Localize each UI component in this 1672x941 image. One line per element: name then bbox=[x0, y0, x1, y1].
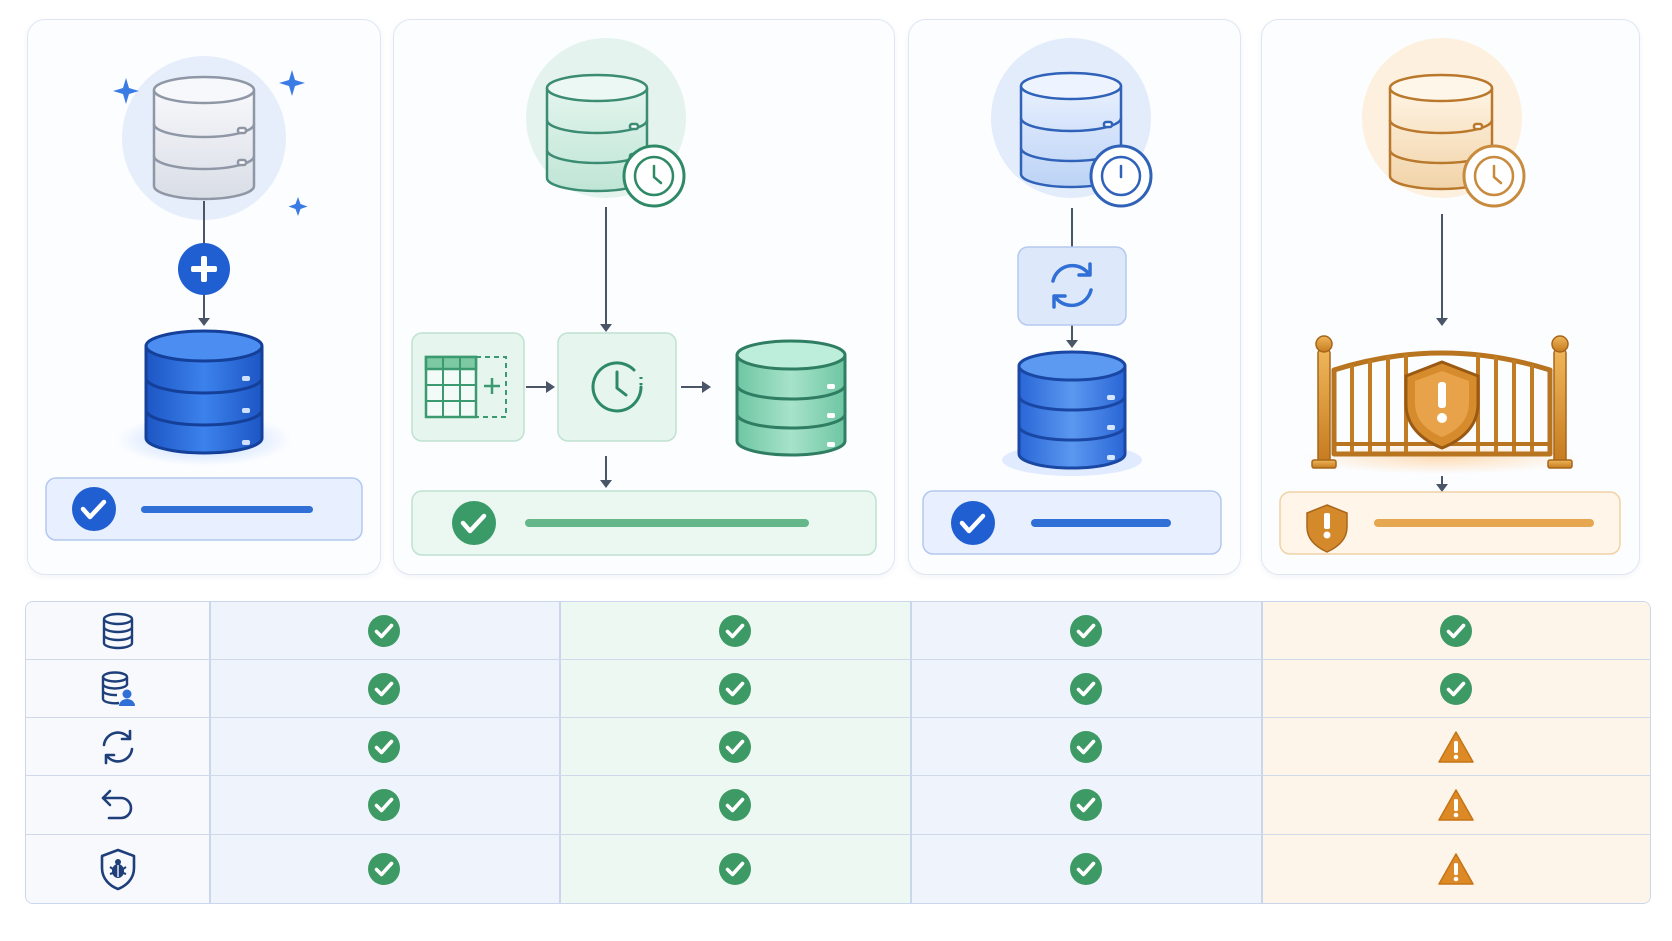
source-database-icon bbox=[152, 75, 256, 201]
sync-icon bbox=[1017, 246, 1127, 326]
divider bbox=[26, 659, 1650, 660]
panel-sync-restore bbox=[908, 19, 1241, 575]
status-bar bbox=[1279, 491, 1621, 555]
divider bbox=[209, 602, 211, 903]
database-user-icon bbox=[26, 660, 209, 717]
check-icon bbox=[1261, 602, 1650, 659]
check-icon bbox=[209, 660, 559, 717]
divider bbox=[559, 602, 561, 903]
gate-icon bbox=[1311, 335, 1573, 469]
panel-point-in-time-restore bbox=[393, 19, 895, 575]
restored-database-icon bbox=[735, 339, 847, 457]
database-icon bbox=[26, 602, 209, 659]
check-icon bbox=[559, 718, 910, 775]
check-icon bbox=[910, 602, 1261, 659]
shield-bug-icon bbox=[26, 835, 209, 903]
clock-icon bbox=[1089, 144, 1153, 208]
divider bbox=[26, 834, 1650, 835]
check-icon bbox=[209, 718, 559, 775]
divider bbox=[26, 717, 1650, 718]
check-icon bbox=[1261, 660, 1650, 717]
sparkle-icon bbox=[113, 70, 308, 216]
matrix-bg bbox=[26, 602, 209, 903]
check-icon bbox=[559, 835, 910, 903]
add-icon bbox=[178, 243, 230, 295]
check-icon bbox=[559, 602, 910, 659]
table-row bbox=[26, 776, 1650, 834]
check-icon bbox=[559, 660, 910, 717]
comparison-matrix bbox=[25, 601, 1651, 904]
panel-new-database bbox=[27, 19, 381, 575]
check-icon bbox=[910, 835, 1261, 903]
status-bar bbox=[45, 477, 363, 541]
warning-shield-icon bbox=[1404, 360, 1480, 450]
status-bar bbox=[411, 490, 877, 556]
add-table-icon bbox=[411, 332, 525, 442]
warning-icon bbox=[1261, 776, 1650, 834]
check-icon bbox=[910, 660, 1261, 717]
table-row bbox=[26, 718, 1650, 775]
clock-icon bbox=[622, 144, 686, 208]
table-row bbox=[26, 660, 1650, 717]
undo-icon bbox=[26, 776, 209, 834]
check-icon bbox=[209, 776, 559, 834]
divider bbox=[910, 602, 912, 903]
restore-clock-icon bbox=[557, 332, 677, 442]
table-row bbox=[26, 602, 1650, 659]
divider bbox=[1261, 602, 1263, 903]
warning-icon bbox=[1261, 835, 1650, 903]
restored-database-icon bbox=[1017, 350, 1127, 470]
panel-gated-restore bbox=[1261, 19, 1640, 575]
table-row bbox=[26, 835, 1650, 903]
status-bar bbox=[922, 490, 1222, 555]
divider bbox=[26, 775, 1650, 776]
clock-icon bbox=[1462, 144, 1526, 208]
check-icon bbox=[559, 776, 910, 834]
check-icon bbox=[209, 835, 559, 903]
check-icon bbox=[910, 718, 1261, 775]
sync-icon bbox=[26, 718, 209, 775]
new-database-icon bbox=[144, 329, 264, 455]
check-icon bbox=[209, 602, 559, 659]
check-icon bbox=[910, 776, 1261, 834]
warning-icon bbox=[1261, 718, 1650, 775]
